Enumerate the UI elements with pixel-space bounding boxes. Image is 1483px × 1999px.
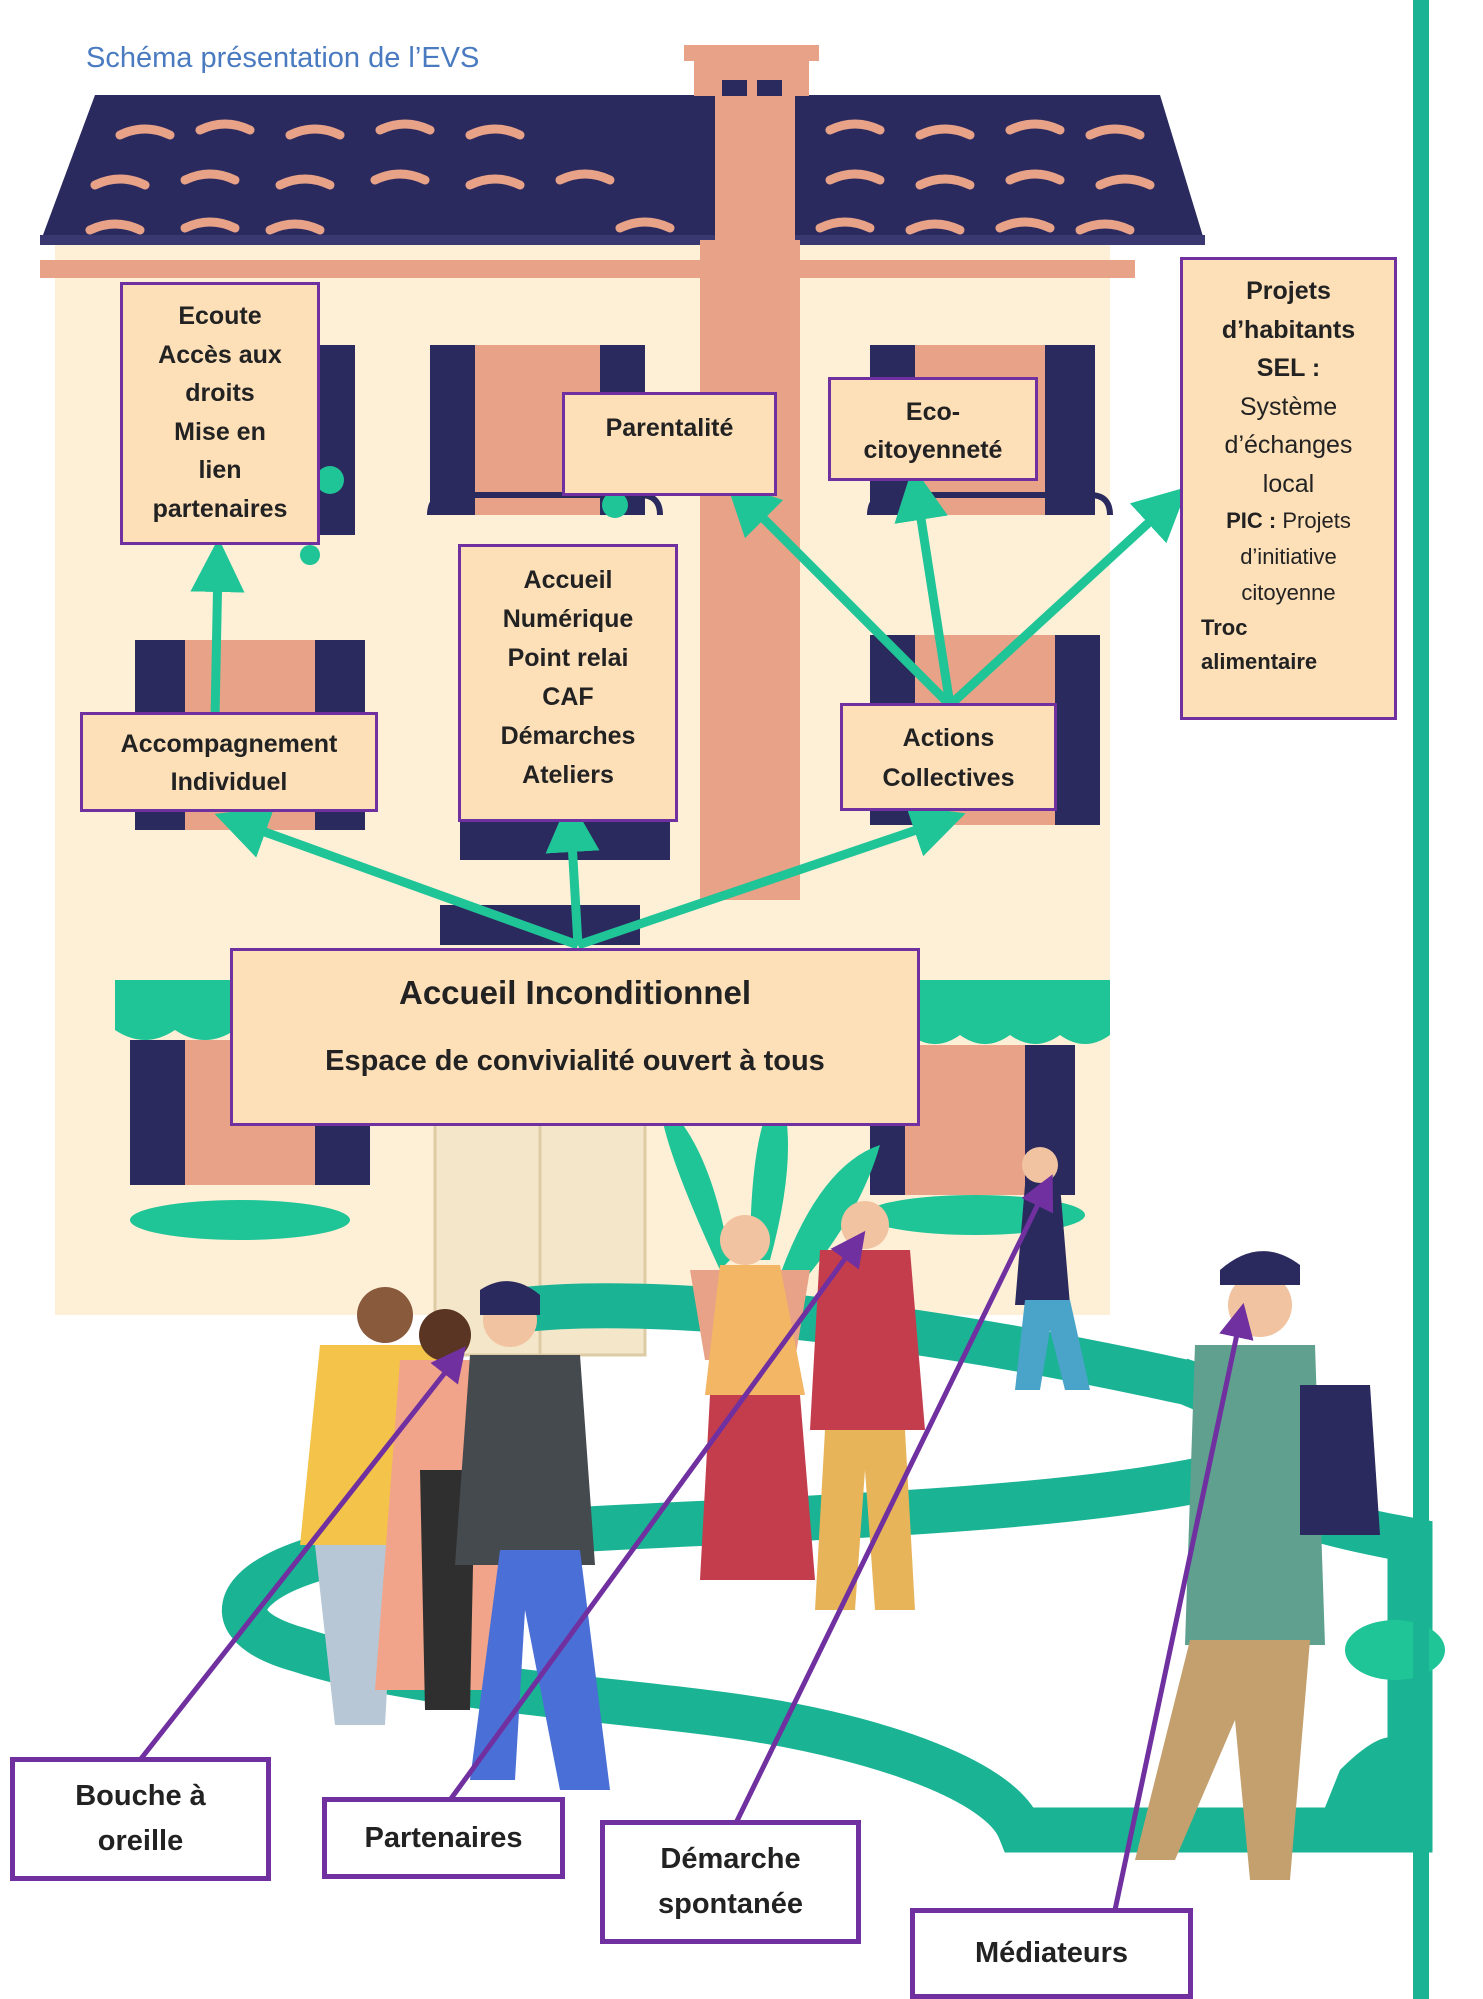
box-partenaires: Partenaires	[322, 1797, 565, 1879]
box-line: CAF	[542, 683, 594, 711]
box-mediateurs: Médiateurs	[910, 1908, 1193, 1999]
box-line: alimentaire	[1201, 649, 1318, 674]
box-line: lien	[198, 456, 242, 484]
box-line: Ateliers	[522, 761, 614, 789]
box-line: Individuel	[170, 768, 288, 796]
box-accueil-numerique: Accueil Numérique Point relai CAF Démarc…	[458, 544, 678, 822]
box-projets-habitants: Projets d’habitants SEL : Système d’écha…	[1180, 257, 1397, 720]
box-line: Collectives	[882, 764, 1015, 792]
box-line: SEL :	[1256, 354, 1321, 382]
box-line: d’initiative	[1240, 544, 1337, 569]
box-line: Parentalité	[605, 414, 734, 442]
right-accent-bar	[1413, 0, 1429, 1999]
box-line: Système	[1239, 392, 1338, 421]
pic-label: PIC :	[1226, 508, 1277, 533]
box-demarche-spontanee: Démarche spontanée	[600, 1820, 861, 1944]
box-line: Démarches	[500, 722, 636, 750]
pic-text: Projets	[1282, 508, 1351, 533]
box-eco-citoyennete: Eco- citoyenneté	[828, 377, 1038, 481]
box-line: Actions	[902, 724, 995, 752]
box-line: citoyenneté	[863, 436, 1003, 464]
box-bouche-a-oreille: Bouche à oreille	[10, 1757, 271, 1881]
box-line: citoyenne	[1241, 580, 1336, 605]
box-line: Ecoute	[178, 302, 262, 330]
box-line: Démarche	[660, 1843, 801, 1875]
box-line: PIC : Projets	[1183, 503, 1394, 539]
box-line: Mise en	[174, 417, 266, 446]
box-line: droits	[185, 379, 255, 407]
box-parentalite: Parentalité	[562, 392, 777, 496]
box-line: Projets	[1246, 277, 1331, 305]
people	[300, 1147, 1380, 1880]
box-line: partenaires	[152, 494, 288, 523]
box-line: Accompagnement	[120, 730, 338, 758]
chimney	[694, 58, 809, 96]
box-line: Numérique	[502, 605, 634, 633]
box-accompagnement: Accompagnement Individuel	[80, 712, 378, 812]
box-accueil-inconditionnel: Accueil Inconditionnel Espace de convivi…	[230, 948, 920, 1126]
box-line: Eco-	[905, 398, 961, 426]
box-line: d’échanges	[1224, 431, 1353, 459]
box-line: Accès aux	[158, 340, 282, 369]
box-line: local	[1262, 469, 1315, 498]
service-arrows	[190, 466, 1188, 950]
box-line: d’habitants	[1221, 315, 1356, 344]
box-ecoute: Ecoute Accès aux droits Mise en lien par…	[120, 282, 320, 545]
page-title: Schéma présentation de l’EVS	[86, 42, 480, 74]
box-line: Médiateurs	[974, 1937, 1129, 1969]
central-title: Accueil Inconditionnel	[398, 974, 752, 1011]
box-line: Accueil	[523, 566, 613, 594]
central-subtitle: Espace de convivialité ouvert à tous	[325, 1045, 825, 1077]
box-actions-collectives: Actions Collectives	[840, 703, 1057, 811]
box-line: Partenaires	[364, 1821, 523, 1854]
channel-arrows	[138, 1174, 1254, 1911]
box-line: oreille	[97, 1825, 184, 1857]
box-line: Bouche à	[75, 1780, 206, 1812]
box-line: spontanée	[657, 1888, 804, 1920]
box-line: Point relai	[507, 644, 629, 672]
box-line: Troc	[1201, 615, 1248, 640]
